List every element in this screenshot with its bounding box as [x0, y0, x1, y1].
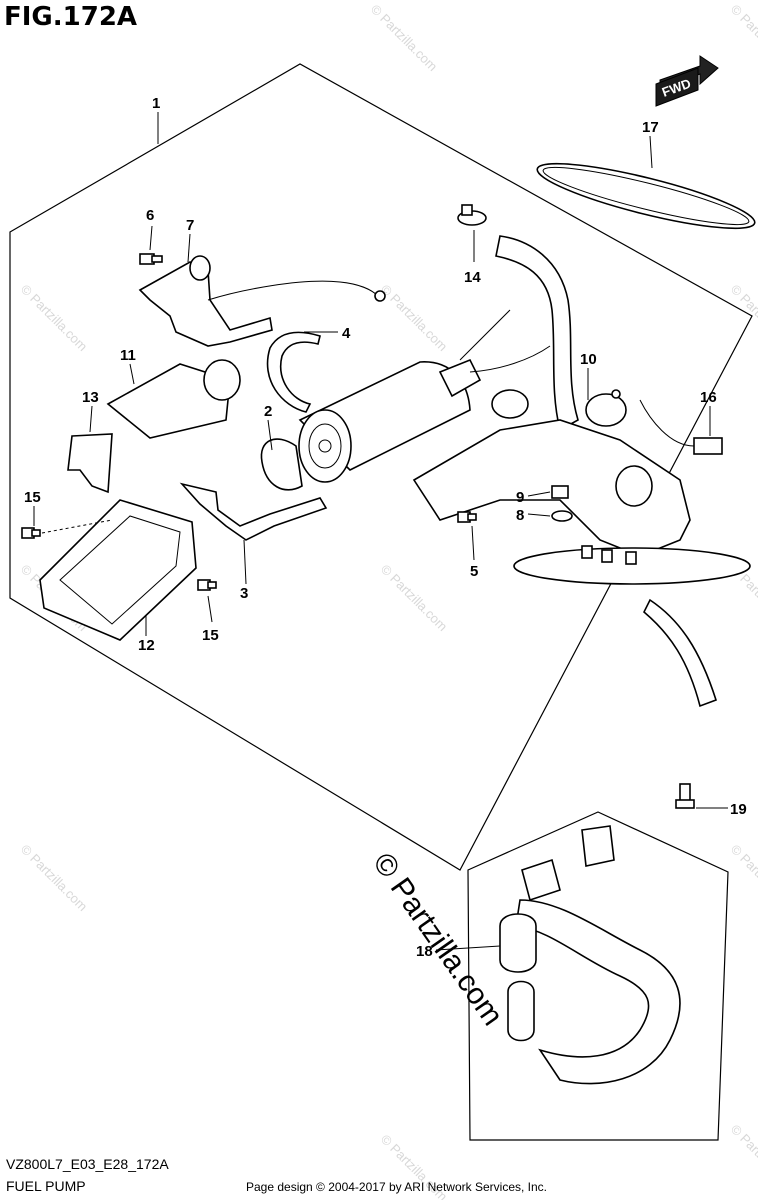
watermark: © Partzilla.com	[728, 842, 758, 915]
fuel-pump-motor	[298, 358, 482, 483]
callout-8: 8	[516, 507, 524, 524]
fwd-arrow-icon: FWD	[655, 55, 719, 107]
part-14-clamp	[457, 204, 487, 226]
callout-7: 7	[186, 217, 194, 234]
part-11-filter-cap	[203, 359, 241, 401]
callout-11: 11	[120, 347, 136, 364]
callout-2: 2	[264, 403, 272, 420]
callout-10: 10	[580, 351, 597, 368]
callout-16: 16	[700, 389, 717, 406]
harness-tube	[643, 598, 717, 708]
callout-5: 5	[470, 563, 478, 580]
watermark: © Partzilla.com	[728, 1122, 758, 1195]
part-18-hose	[499, 825, 681, 1085]
callout-9: 9	[516, 489, 524, 506]
part-3-bracket	[179, 482, 328, 541]
copyright-notice: Page design © 2004-2017 by ARI Network S…	[246, 1180, 548, 1194]
part-19-bolt	[675, 783, 695, 809]
figure-code: VZ800L7_E03_E28_172A	[6, 1156, 169, 1172]
part-11-filter	[106, 363, 231, 439]
part-9-nut	[551, 485, 569, 499]
watermark: © Partzilla.com	[728, 282, 758, 355]
callout-12: 12	[138, 637, 155, 654]
part-17-gasket	[536, 162, 756, 230]
callout-19: 19	[730, 801, 747, 818]
part-7-sensor	[138, 255, 386, 347]
callout-1: 1	[152, 95, 160, 112]
callout-numbers: 1 2 3 4 5 6 7 8 9 10 11 12 13 14 15 15 1…	[24, 95, 747, 960]
figure-title: FIG.172A	[4, 2, 138, 32]
callout-3: 3	[240, 585, 248, 602]
watermark: © Partzilla.com	[18, 842, 91, 915]
watermark: © Partzilla.com	[368, 2, 441, 75]
assembly-1-outline	[9, 63, 753, 871]
callout-15-right: 15	[202, 627, 219, 644]
pump-flange	[513, 545, 751, 585]
callout-13: 13	[82, 389, 99, 406]
watermark: © Partzilla.com	[378, 562, 451, 635]
pressure-regulator	[615, 465, 653, 507]
callout-18: 18	[416, 943, 433, 960]
callout-15-left: 15	[24, 489, 41, 506]
part-15-screw-left	[21, 527, 41, 539]
part-12-cover	[39, 499, 197, 641]
part-15-screw-right	[197, 579, 217, 591]
watermark: © Partzilla.com	[728, 2, 758, 75]
part-2-cushion	[260, 438, 303, 491]
figure-name: FUEL PUMP	[6, 1178, 86, 1194]
callout-6: 6	[146, 207, 154, 224]
part-16-connector	[611, 389, 723, 455]
callout-4: 4	[342, 325, 351, 342]
frame-port	[585, 393, 627, 427]
watermark: © Partzilla.com	[378, 282, 451, 355]
leader-lines	[33, 112, 728, 951]
part-4-band	[266, 331, 321, 413]
part-5-bolt	[457, 511, 477, 523]
assembly-18-outline	[467, 811, 729, 1141]
watermark: © Partzilla.com	[18, 282, 91, 355]
watermark-main: © Partzilla.com	[366, 847, 509, 1032]
part-6-bolt	[139, 253, 163, 265]
frame-port	[491, 389, 529, 419]
part-8-washer	[551, 510, 573, 522]
pump-wire	[459, 309, 511, 361]
part-12-inner	[59, 515, 181, 625]
callout-14: 14	[464, 269, 481, 286]
pump-wire	[469, 345, 551, 373]
callout-17: 17	[642, 119, 659, 136]
part-13-plate	[67, 433, 113, 494]
